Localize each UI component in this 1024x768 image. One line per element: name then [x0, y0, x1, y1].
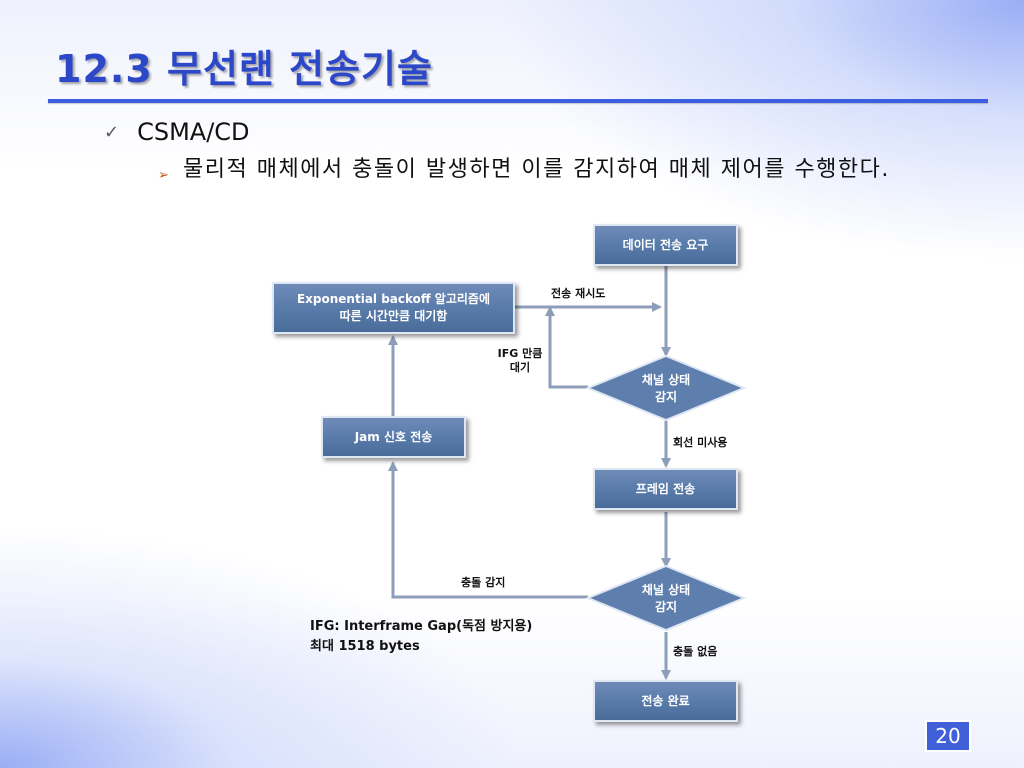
slide-title: 12.3 무선랜 전송기술	[55, 47, 433, 91]
label-ifg-wait-line1: IFG 만큼	[497, 347, 543, 360]
box-jam-label: Jam 신호 전송	[354, 429, 433, 444]
bullet-level2: ➢ 물리적 매체에서 충돌이 발생하면 이를 감지하여 매체 제어를 수행한다.	[158, 155, 948, 185]
box-transmit-complete: 전송 완료	[593, 680, 738, 722]
box-backoff-line1: Exponential backoff 알고리즘에	[296, 292, 491, 306]
label-ifg-wait-line2: 대기	[509, 361, 531, 374]
arrow-collision-to-jam	[388, 461, 588, 599]
bullet-level1: ✓ CSMA/CD	[104, 118, 250, 146]
box-frame-label: 프레임 전송	[635, 481, 696, 496]
decision-sense1-line1: 채널 상태	[641, 373, 691, 387]
box-data-request-label: 데이터 전송 요구	[622, 237, 709, 252]
box-done-label: 전송 완료	[641, 693, 690, 708]
decision-diamond-sense2	[585, 564, 747, 632]
label-no-collision: 충돌 없음	[673, 645, 718, 658]
checkmark-icon: ✓	[104, 122, 120, 143]
ifg-note-line2: 최대 1518 bytes	[310, 639, 420, 654]
decision-diamond-sense1	[585, 354, 747, 422]
decision-sense2-line1: 채널 상태	[641, 583, 691, 597]
arrow-ifg-wait	[545, 306, 588, 389]
box-frame-transmit: 프레임 전송	[593, 468, 738, 510]
decision-sense1-line2: 감지	[654, 390, 678, 404]
title-divider	[48, 99, 988, 103]
label-line-idle: 회선 미사용	[673, 436, 728, 449]
label-retry: 전송 재시도	[551, 287, 606, 300]
bullet-level2-text: 물리적 매체에서 충돌이 발생하면 이를 감지하여 매체 제어를 수행한다.	[183, 157, 890, 182]
ifg-note-line1: IFG: Interframe Gap(독점 방지용)	[310, 619, 533, 634]
arrow-bullet-icon: ➢	[158, 168, 169, 183]
label-collision-detected: 충돌 감지	[461, 576, 506, 589]
page-number: 20	[925, 720, 971, 752]
ifg-note: IFG: Interframe Gap(독점 방지용) 최대 1518 bytes	[310, 617, 532, 657]
box-data-request: 데이터 전송 요구	[593, 224, 738, 266]
bullet-level1-text: CSMA/CD	[137, 118, 250, 146]
decision-sense2-line2: 감지	[654, 600, 678, 614]
box-backoff-line2: 따른 시간만큼 대기함	[339, 309, 448, 323]
box-jam-signal: Jam 신호 전송	[321, 416, 466, 458]
